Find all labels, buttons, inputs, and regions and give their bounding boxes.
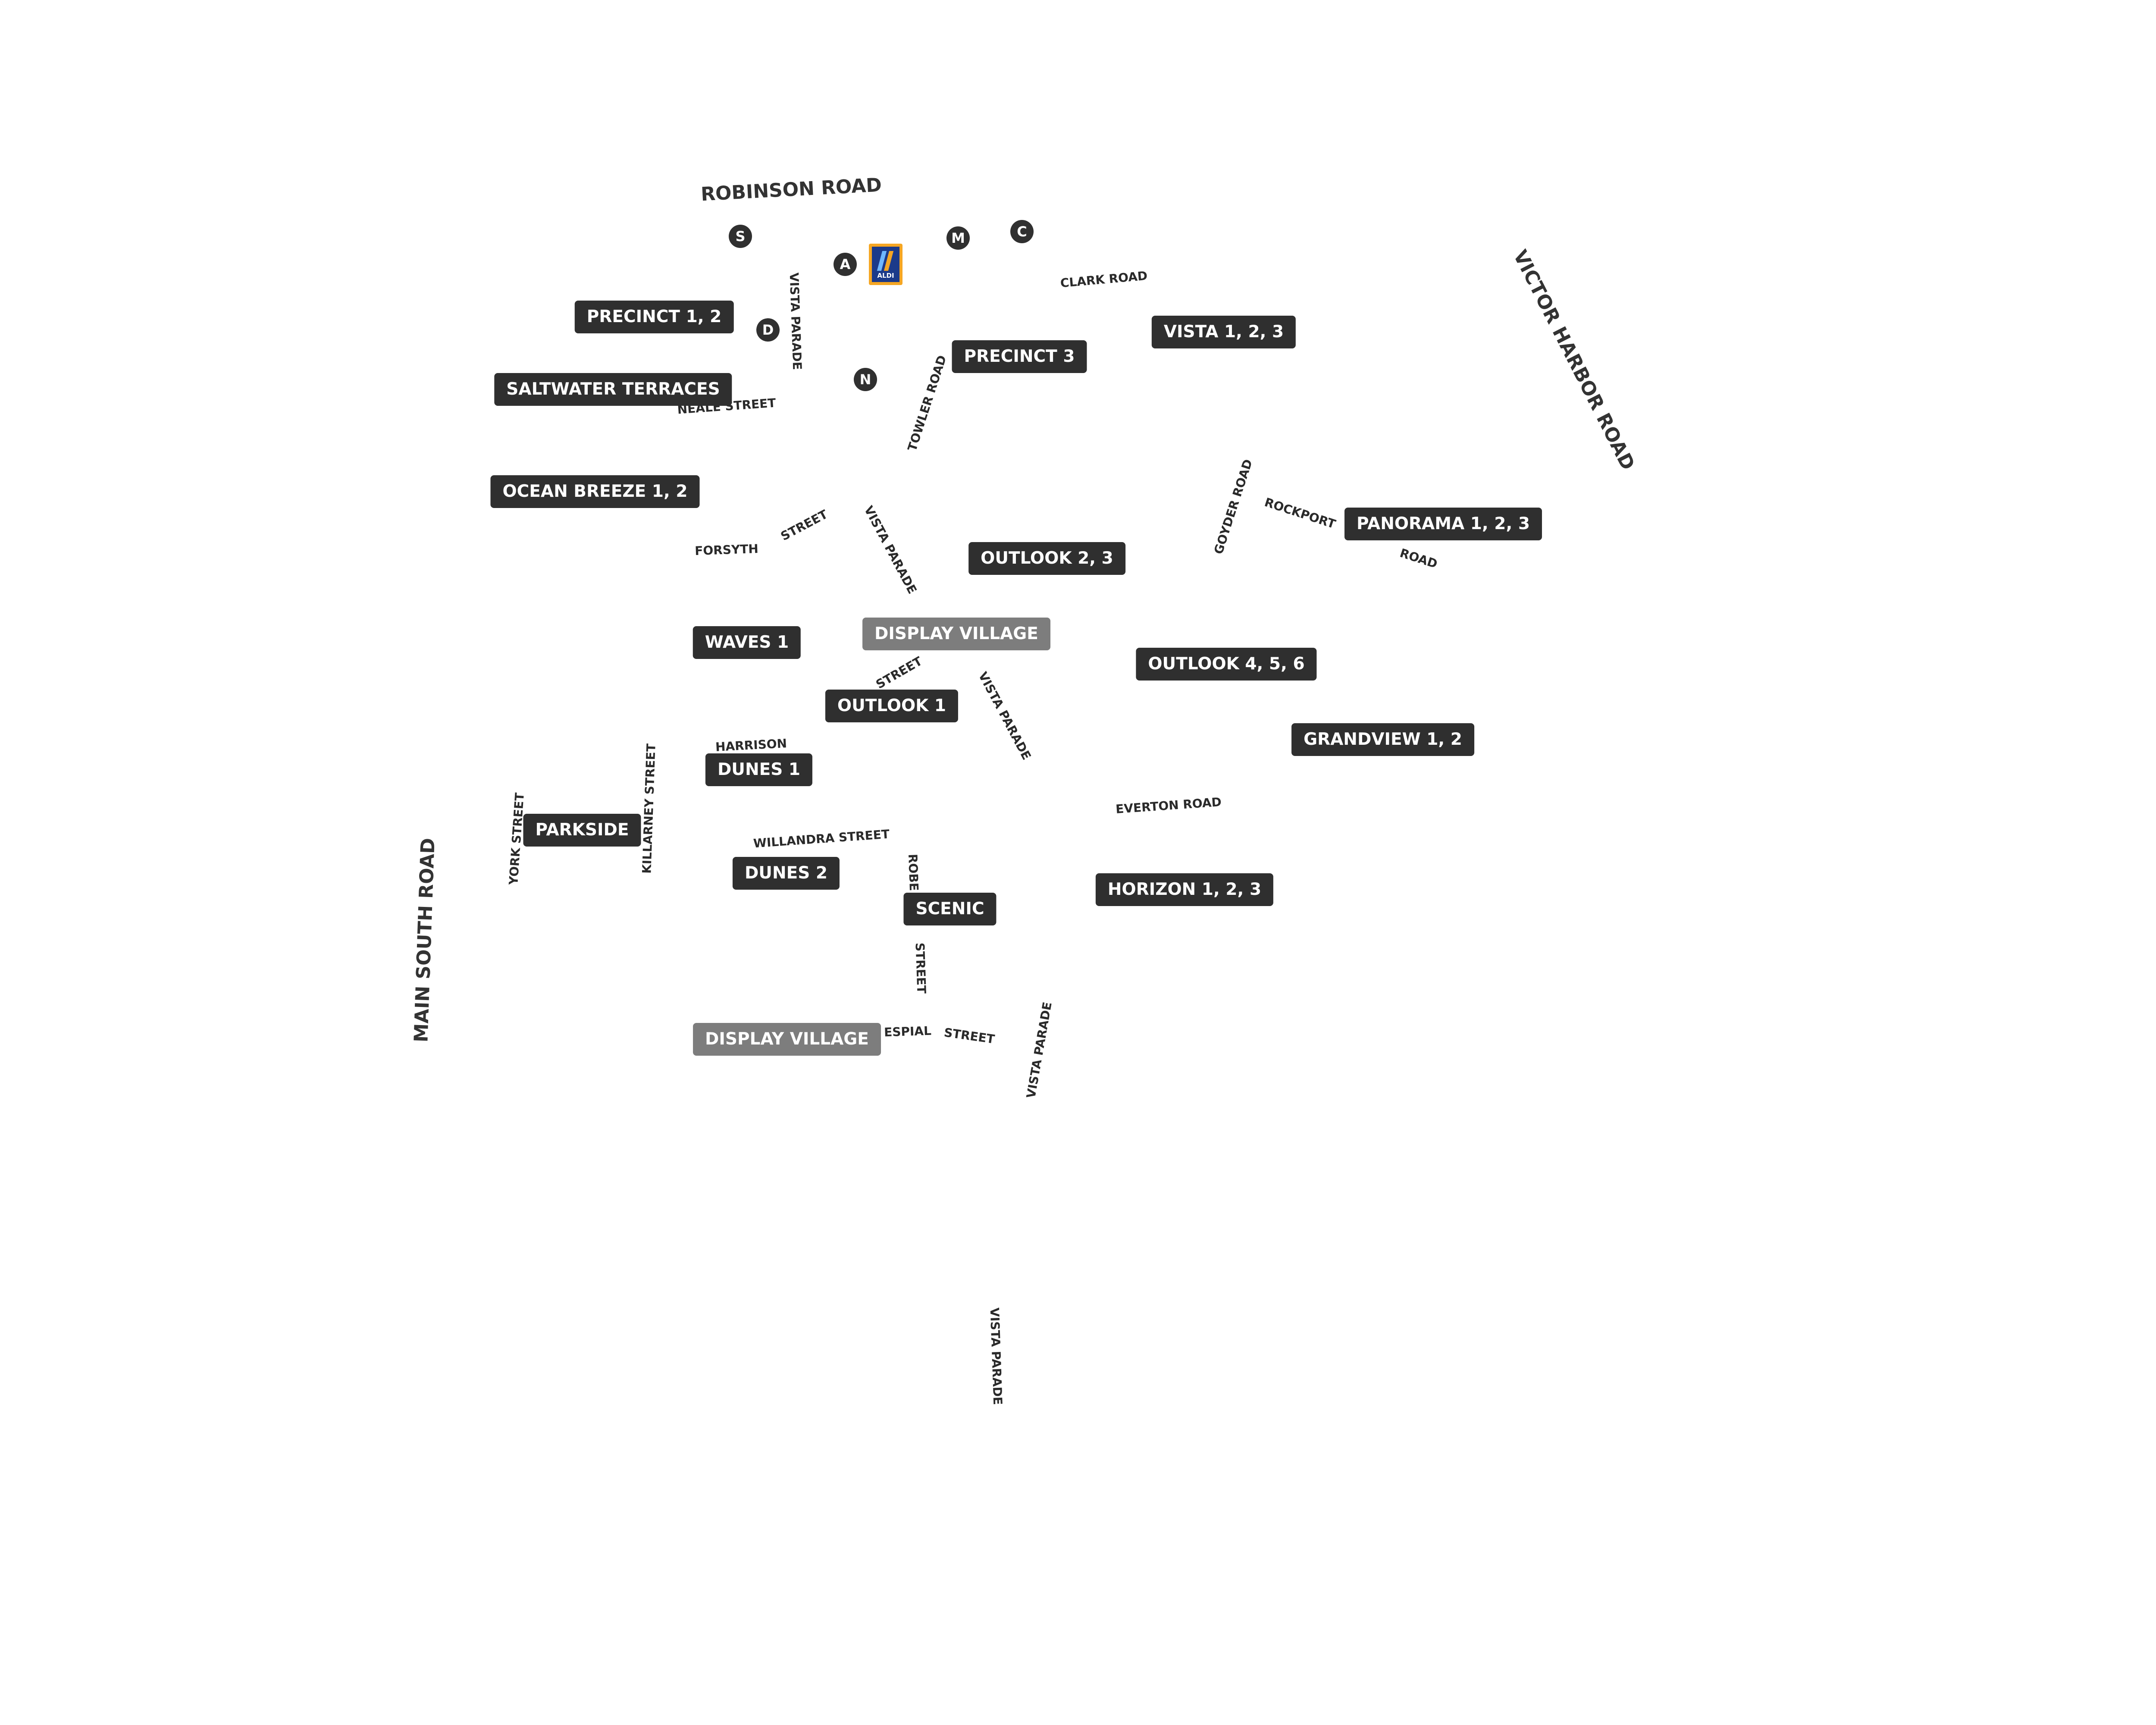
marker-s[interactable]: S [729, 225, 752, 248]
street-road: ROAD [1398, 546, 1439, 571]
stage-scenic[interactable]: SCENIC [903, 893, 997, 925]
marker-a[interactable]: A [834, 253, 857, 276]
stage-dunes-2[interactable]: DUNES 2 [732, 857, 840, 890]
stage-ocean-breeze-1-2[interactable]: OCEAN BREEZE 1, 2 [490, 475, 700, 508]
stage-horizon-1-2-3[interactable]: HORIZON 1, 2, 3 [1095, 873, 1274, 906]
street-willandra-street: WILLANDRA STREET [752, 827, 890, 851]
street-main-south-road: MAIN SOUTH ROAD [410, 837, 439, 1043]
street-vista-parade-5: VISTA PARADE [987, 1307, 1005, 1405]
street-espial: ESPIAL [884, 1023, 932, 1040]
aldi-logo-icon[interactable]: ALDI [869, 244, 903, 285]
street-robe: ROBE [906, 853, 921, 891]
street-vista-parade-3: VISTA PARADE [975, 669, 1034, 762]
stage-saltwater-terraces[interactable]: SALTWATER TERRACES [494, 373, 732, 406]
street-everton-road: EVERTON ROAD [1115, 794, 1222, 817]
street-vista-parade-1: VISTA PARADE [787, 272, 805, 370]
street-killarney-street: KILLARNEY STREET [639, 743, 658, 874]
stage-display-village-north[interactable]: DISPLAY VILLAGE [862, 618, 1050, 650]
stage-vista-1-2-3[interactable]: VISTA 1, 2, 3 [1151, 316, 1296, 348]
stage-waves-1[interactable]: WAVES 1 [693, 626, 801, 659]
stage-outlook-1[interactable]: OUTLOOK 1 [825, 690, 959, 722]
aldi-logo-panel: ALDI [872, 247, 899, 282]
stage-precinct-3[interactable]: PRECINCT 3 [952, 340, 1087, 373]
street-rockport: ROCKPORT [1263, 495, 1338, 532]
stage-outlook-2-3[interactable]: OUTLOOK 2, 3 [968, 542, 1125, 575]
stage-precinct-1-2[interactable]: PRECINCT 1, 2 [574, 301, 734, 333]
street-robinson-road: ROBINSON ROAD [700, 174, 883, 206]
street-harrison: HARRISON [715, 736, 787, 754]
street-victor-harbor-road: VICTOR HARBOR ROAD [1509, 246, 1639, 474]
marker-n[interactable]: N [854, 368, 877, 391]
street-goyder-road: GOYDER ROAD [1211, 457, 1256, 556]
aldi-logo-text: ALDI [877, 272, 894, 279]
street-forsyth: FORSYTH [694, 541, 759, 558]
street-vista-parade-2: VISTA PARADE [861, 503, 920, 596]
stage-grandview-1-2[interactable]: GRANDVIEW 1, 2 [1291, 723, 1474, 756]
street-street-1: STREET [778, 507, 830, 544]
marker-d[interactable]: D [756, 318, 780, 342]
marker-m[interactable]: M [946, 226, 970, 250]
street-street-3: STREET [912, 942, 929, 994]
stage-display-village-south[interactable]: DISPLAY VILLAGE [693, 1023, 881, 1056]
stage-parkside[interactable]: PARKSIDE [523, 814, 641, 847]
street-street-2: STREET [873, 654, 925, 692]
street-towler-road: TOWLER ROAD [905, 353, 950, 453]
stage-dunes-1[interactable]: DUNES 1 [705, 753, 813, 786]
street-street-4: STREET [943, 1025, 996, 1047]
stage-outlook-4-5-6[interactable]: OUTLOOK 4, 5, 6 [1136, 648, 1317, 681]
street-vista-parade-4: VISTA PARADE [1024, 1000, 1055, 1100]
marker-c[interactable]: C [1010, 220, 1034, 243]
street-clark-road: CLARK ROAD [1059, 268, 1148, 291]
stage-panorama-1-2-3[interactable]: PANORAMA 1, 2, 3 [1344, 508, 1542, 540]
